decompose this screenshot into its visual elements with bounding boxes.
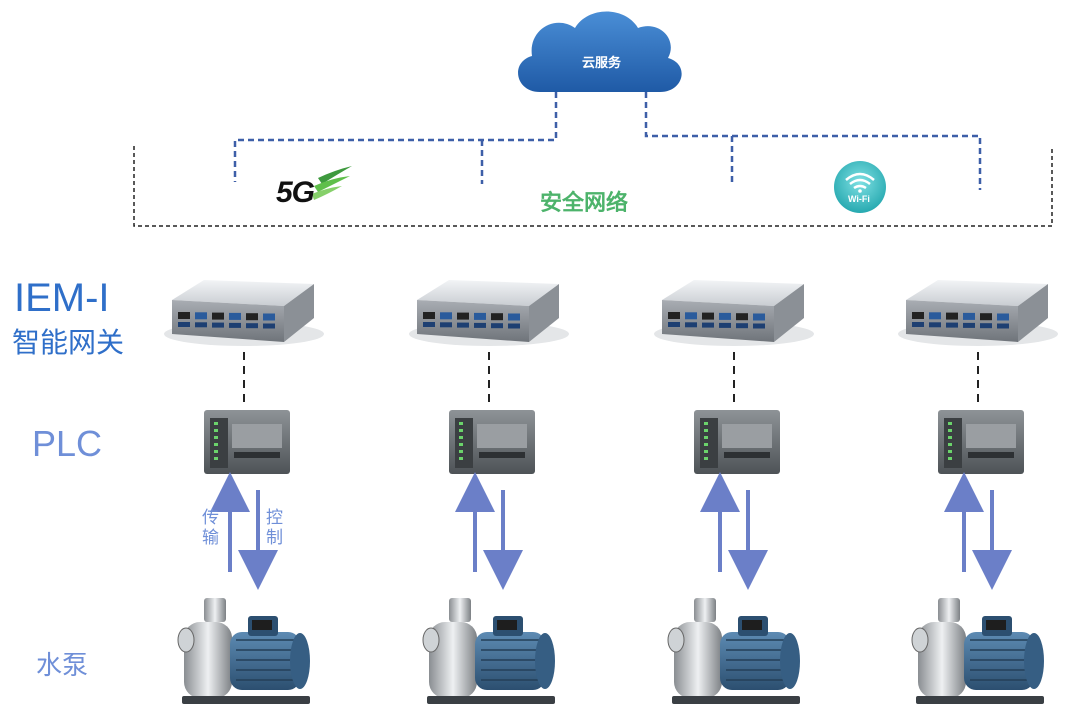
fiveg-signal-icon [312,166,352,200]
plc-device-icon [938,410,1024,474]
cloud-icon [518,11,682,92]
gateway-device-icon [898,280,1058,346]
plc-label: PLC [32,423,103,464]
wifi-icon [834,161,886,213]
plc-device-icon [449,410,535,474]
cloud-uplinks [233,92,982,190]
fiveg-label: 5G [276,176,315,209]
gateway-label-subtitle: 智能网关 [12,326,125,359]
plc-device-icon [694,410,780,474]
plc-device-icon [204,410,290,474]
cloud-label: 云服务 [582,56,622,71]
transmit-label: 传输 [202,508,219,548]
wifi-label: Wi-Fi [848,194,870,204]
gateway-device-icon [164,280,324,346]
device-column [654,280,814,704]
secure-network-bracket [133,146,1053,227]
water-pump-icon [422,598,555,704]
device-column [898,280,1058,704]
device-column [409,280,569,704]
control-label: 控制 [266,508,283,548]
gateway-device-icon [654,280,814,346]
pump-label: 水泵 [36,651,89,681]
secure-network-label: 安全网络 [540,191,629,216]
device-columns [164,280,1058,704]
water-pump-icon [177,598,310,704]
water-pump-icon [667,598,800,704]
water-pump-icon [911,598,1044,704]
gateway-device-icon [409,280,569,346]
gateway-label-title: IEM-I [14,276,110,320]
device-column [164,280,324,704]
